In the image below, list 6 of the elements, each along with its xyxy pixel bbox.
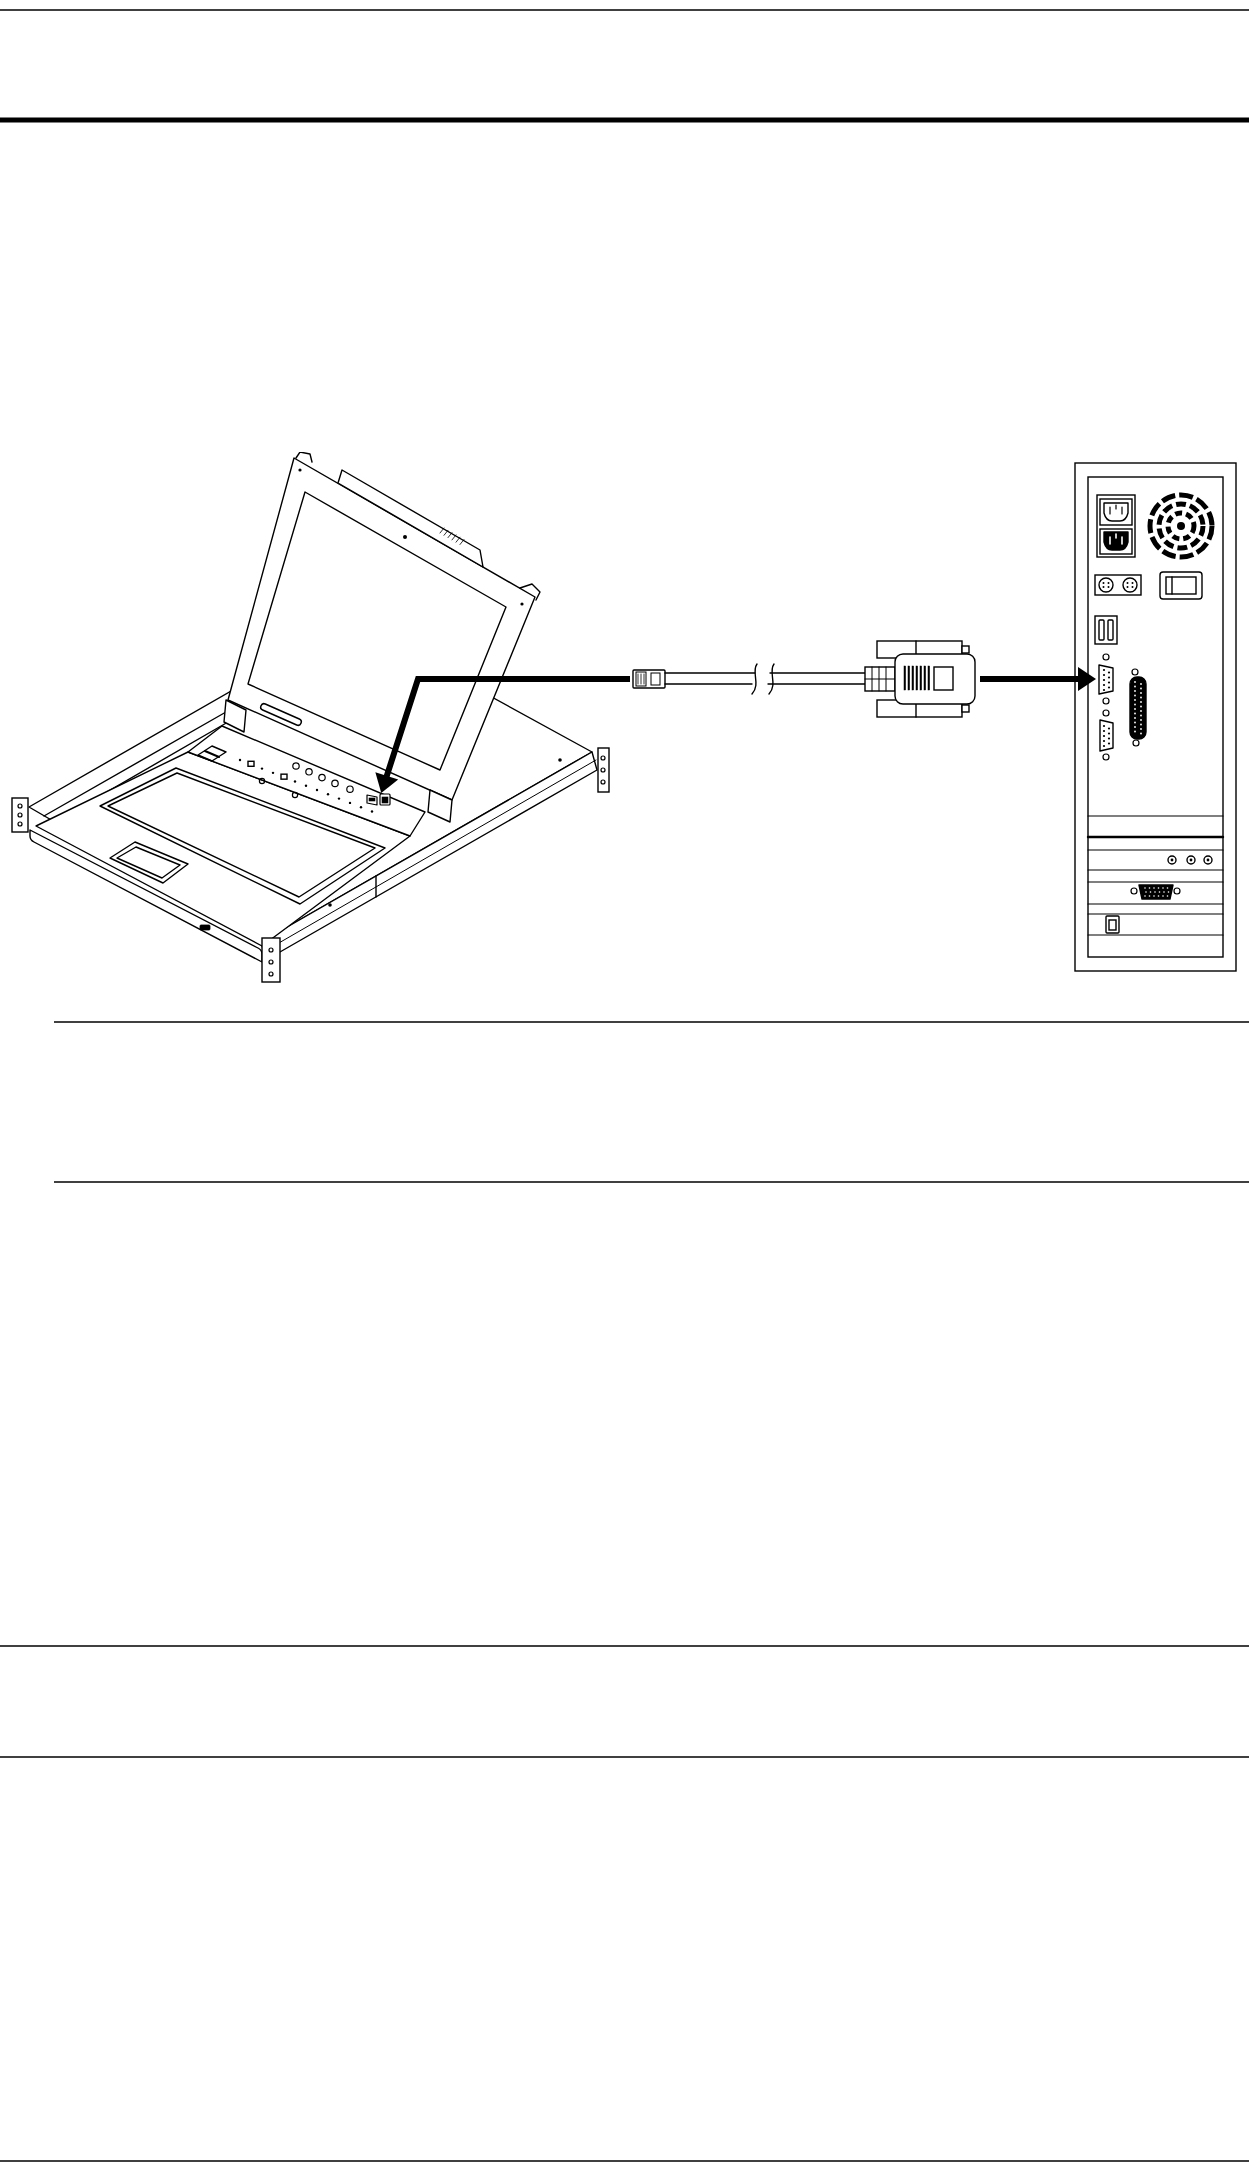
arrow bbox=[375, 676, 630, 793]
serial-port bbox=[1099, 654, 1113, 704]
arrow bbox=[980, 667, 1096, 691]
lcd-console-drawing bbox=[10, 452, 612, 986]
computer-rear-panel-drawing bbox=[1074, 462, 1237, 972]
port bbox=[367, 794, 390, 805]
